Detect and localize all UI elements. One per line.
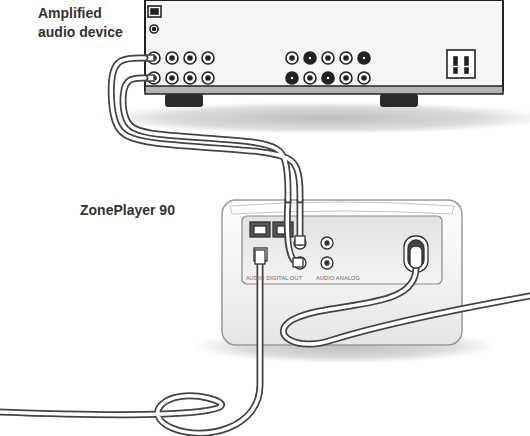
audio-cable-group (111, 58, 300, 200)
receiver-jacks-part (170, 56, 174, 60)
receiver-body-part (380, 94, 418, 107)
receiver-jacks-part (340, 72, 352, 84)
receiver-jacks-part (308, 56, 312, 60)
audio-cable-ends-part (287, 199, 296, 262)
audio-cable (111, 58, 300, 200)
zoneplayer-body-part (230, 202, 454, 214)
zoneplayer-ports-part (325, 241, 329, 245)
power-outlet-part (447, 50, 475, 78)
receiver-jacks-part (150, 25, 158, 33)
receiver-jacks-part (362, 56, 366, 60)
power-cable (283, 246, 530, 344)
receiver-jacks-part (151, 9, 158, 14)
power-outlet-part (454, 68, 457, 73)
receiver-body-part (165, 94, 203, 107)
zoneplayer-ports-part (254, 226, 266, 234)
audio-cable-ends-part (287, 199, 296, 262)
receiver-jacks-part (308, 76, 312, 80)
receiver-jacks-part (206, 56, 210, 60)
receiver-jacks-part (358, 72, 370, 84)
receiver-jacks-part (166, 72, 178, 84)
audio-cable-core (111, 58, 300, 200)
receiver-jacks-part (290, 56, 294, 60)
power-cable-part (283, 268, 530, 344)
zoneplayer: ZonePlayer 90 (222, 200, 462, 345)
receiver-jacks-part (153, 28, 156, 31)
digital-cable-part (0, 256, 260, 433)
receiver-jacks-part (188, 56, 192, 60)
receiver-jacks-part (184, 72, 196, 84)
receiver-jacks-part (322, 72, 334, 84)
receiver-jacks-part (202, 72, 214, 84)
power-cable-part (283, 268, 530, 344)
receiver-jacks-part (362, 76, 366, 80)
amplified-audio-device: Amplified audio device (145, 0, 503, 108)
receiver-shadow (100, 102, 530, 134)
receiver-jacks-part (322, 52, 334, 64)
zoneplayer-ports-part (294, 257, 306, 269)
receiver-jacks-part (148, 6, 161, 17)
receiver-body (145, 0, 503, 107)
panel-label: AUDIO DIGITAL OUT (246, 275, 302, 281)
receiver-jacks-part (202, 52, 214, 64)
receiver-jacks-part (358, 52, 370, 64)
receiver-jacks-part (206, 76, 210, 80)
zoneplayer-ports-part (325, 261, 329, 265)
zoneplayer-ports-part (294, 237, 306, 249)
audio-cable-ends-part (297, 199, 304, 238)
receiver-plugs-part (145, 75, 154, 81)
receiver-jacks-part (304, 52, 316, 64)
receiver-jacks-part (326, 56, 330, 60)
receiver-jacks-part (166, 52, 178, 64)
device-label: Amplified audio device (38, 4, 138, 42)
power-outlet-part (465, 68, 468, 73)
power-outlet-part (465, 57, 468, 65)
zoneplayer-ports-part (404, 236, 428, 272)
receiver-jacks-part (304, 72, 316, 84)
digital-cable (0, 250, 265, 433)
audio-cable-ends (287, 199, 305, 267)
receiver-jacks-part (170, 76, 174, 80)
digital-cable-part (255, 250, 265, 264)
receiver-jacks-part (286, 52, 298, 64)
receiver-jacks (148, 6, 370, 84)
receiver-jacks-part (184, 52, 196, 64)
zoneplayer-ports-part (321, 237, 333, 249)
power-cable-part (410, 246, 422, 268)
digital-cable-part (0, 256, 260, 433)
device-label: ZonePlayer 90 (80, 201, 175, 220)
receiver-jacks-part (326, 76, 330, 80)
power-outlet-part (454, 57, 457, 65)
receiver-jacks-part (340, 52, 352, 64)
receiver-plugs-part (145, 55, 154, 61)
panel-label: AUDIO ANALOG (316, 275, 360, 281)
receiver-jacks-part (286, 72, 298, 84)
receiver-plugs (145, 55, 154, 81)
power-outlet (447, 50, 475, 78)
zoneplayer-ports (250, 222, 428, 272)
receiver-shadow-part (100, 102, 530, 134)
zoneplayer-ports-part (321, 257, 333, 269)
receiver-jacks-part (344, 76, 348, 80)
receiver-jacks-part (344, 56, 348, 60)
audio-cable-ends-part (295, 236, 305, 245)
audio-cable-ends-part (298, 199, 302, 238)
receiver-jacks-part (188, 76, 192, 80)
audio-cable-ends-part (293, 258, 303, 267)
receiver-body-part (145, 86, 503, 94)
receiver-jacks-part (290, 76, 294, 80)
receiver-body-part (145, 0, 503, 90)
zoneplayer-ports-part (408, 240, 424, 268)
zoneplayer-ports-part (250, 222, 270, 237)
